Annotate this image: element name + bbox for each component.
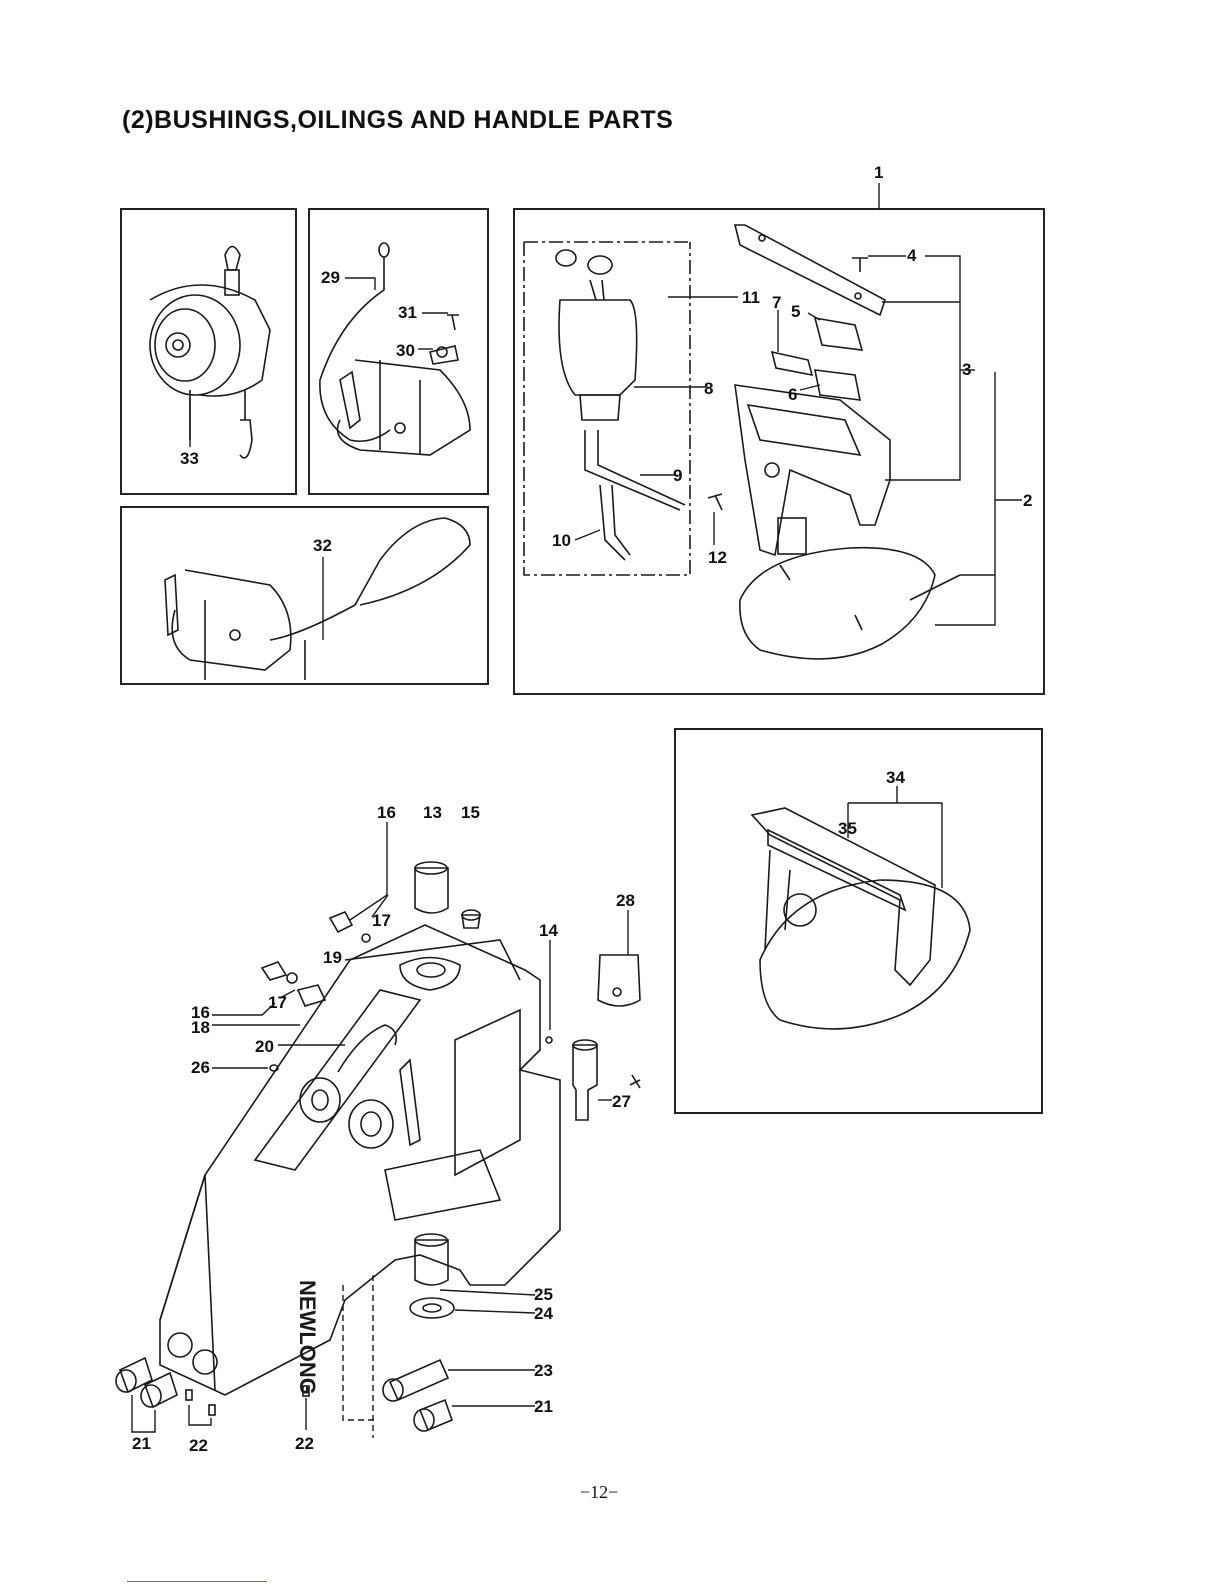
oil-tank-drawing xyxy=(524,242,690,575)
page-number: −12− xyxy=(580,1482,618,1503)
handle-assembly-drawing xyxy=(752,808,970,1029)
callout-33: 33 xyxy=(180,450,199,467)
callout-32: 32 xyxy=(313,537,332,554)
callout-35: 35 xyxy=(838,820,857,837)
callout-18: 18 xyxy=(191,1019,210,1036)
callout-2: 2 xyxy=(1023,492,1032,509)
callout-19: 19 xyxy=(323,949,342,966)
callout-1: 1 xyxy=(874,164,883,181)
callout-4: 4 xyxy=(907,247,916,264)
callout-13: 13 xyxy=(423,804,442,821)
callout-30: 30 xyxy=(396,342,415,359)
callout-6: 6 xyxy=(788,386,797,403)
callout-29: 29 xyxy=(321,269,340,286)
callout-11: 11 xyxy=(742,289,760,306)
callout-34: 34 xyxy=(886,769,905,786)
callout-27: 27 xyxy=(612,1093,631,1110)
bottom-rule xyxy=(127,1581,267,1582)
safety-wire-drawing xyxy=(320,243,470,455)
callout-9: 9 xyxy=(673,467,682,484)
callout-7: 7 xyxy=(772,294,781,311)
spring-balancer-drawing xyxy=(150,247,270,458)
callout-22-right: 22 xyxy=(295,1435,314,1452)
callout-5: 5 xyxy=(791,303,800,320)
callout-21-left: 21 xyxy=(132,1435,151,1452)
callout-24: 24 xyxy=(534,1305,553,1322)
callout-3: 3 xyxy=(962,361,971,378)
callout-17-left: 17 xyxy=(268,994,287,1011)
callout-20: 20 xyxy=(255,1038,274,1055)
callout-12: 12 xyxy=(708,549,727,566)
callout-26: 26 xyxy=(191,1059,210,1076)
leader-lines xyxy=(132,183,1022,1438)
callout-23: 23 xyxy=(534,1362,553,1379)
callout-25: 25 xyxy=(534,1286,553,1303)
callout-22-left: 22 xyxy=(189,1437,208,1454)
callout-31: 31 xyxy=(398,304,417,321)
callout-16-top: 16 xyxy=(377,804,396,821)
callout-8: 8 xyxy=(704,380,713,397)
callout-10: 10 xyxy=(552,532,571,549)
machine-frame-drawing xyxy=(160,925,560,1395)
brand-text: NEWLONG xyxy=(295,1280,320,1395)
callout-28: 28 xyxy=(616,892,635,909)
callout-21-right: 21 xyxy=(534,1398,553,1415)
callout-14: 14 xyxy=(539,922,558,939)
callout-15: 15 xyxy=(461,804,480,821)
callout-17-top: 17 xyxy=(372,912,391,929)
